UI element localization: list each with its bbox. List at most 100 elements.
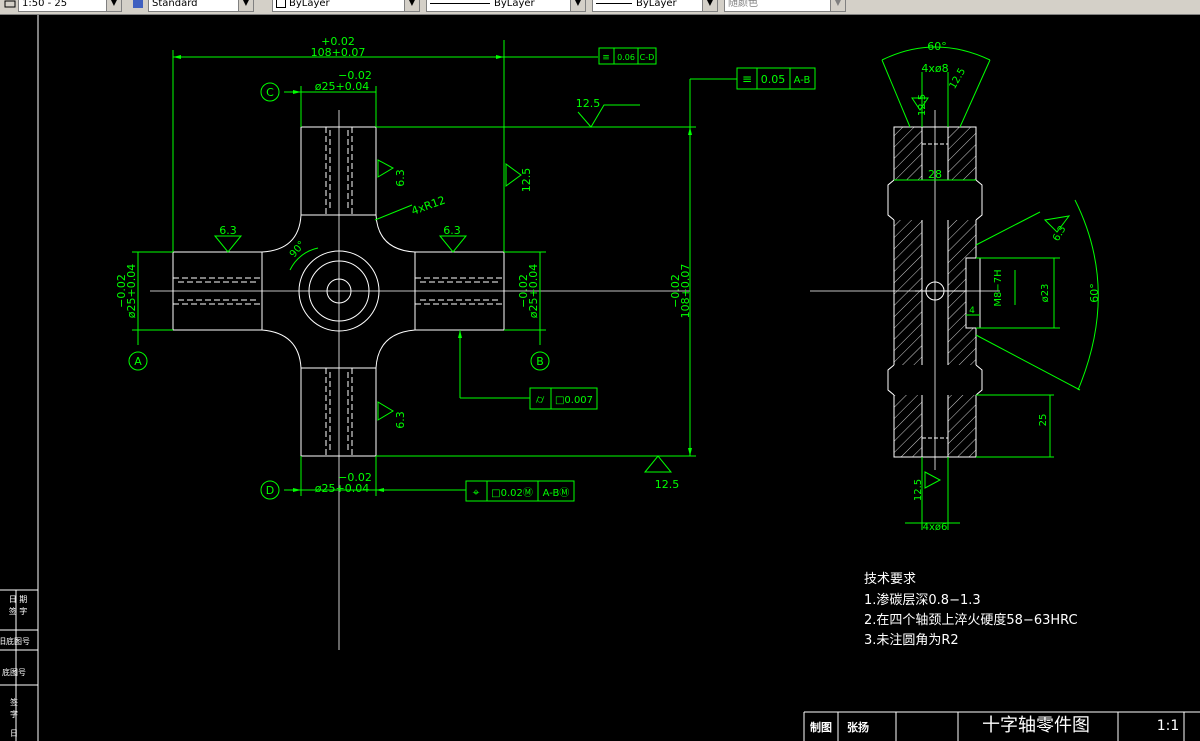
- side-roughness-bottom: 12.5: [913, 479, 924, 501]
- scale-combo[interactable]: 1:50 - 25 ▼: [18, 0, 122, 12]
- frame-bottom-symbol: ⌖: [473, 485, 480, 499]
- side-dim-width: 28: [928, 168, 942, 181]
- front-view-text: +0.02 108+0.07 −0.02 ø25+0.04 −0.02 ø25+…: [115, 35, 811, 499]
- dim-overall-top-tol: +0.02: [321, 35, 355, 48]
- scale-value: 1:50 - 25: [22, 0, 68, 9]
- dim-angle: 90°: [288, 239, 308, 260]
- tech-item-1: 1.渗碳层深0.8−1.3: [864, 593, 981, 608]
- front-view: [150, 110, 690, 650]
- plotstyle-value: 随颜色: [728, 0, 758, 9]
- lineweight-value: ByLayer: [636, 0, 677, 9]
- text-style-value: Standard: [152, 0, 198, 9]
- roughness-right-arm-6: 6.3: [443, 224, 461, 237]
- roughness-right-arm: 12.5: [520, 168, 533, 193]
- lineweight-combo[interactable]: ByLayer ▼: [592, 0, 718, 12]
- roughness-bottom: 12.5: [655, 478, 680, 491]
- title-part-name: 十字轴零件图: [982, 715, 1090, 736]
- chevron-down-icon: ▼: [830, 0, 845, 11]
- frame-top-right-datum: A-B: [794, 75, 811, 86]
- datum-d: D: [266, 484, 274, 497]
- frame-top-small-datum: C-D: [640, 53, 655, 62]
- dim-bore-c-tol: −0.02: [338, 69, 372, 82]
- roughness-top: 12.5: [576, 97, 601, 110]
- chevron-down-icon: ▼: [404, 0, 419, 11]
- color-swatch-icon: [276, 0, 286, 8]
- left-block-row2: 旧底图号: [0, 636, 30, 646]
- dim-left-tol: −0.02: [115, 274, 128, 308]
- datum-a: A: [134, 355, 142, 368]
- chevron-down-icon: ▼: [702, 0, 717, 11]
- scale-icon[interactable]: [4, 0, 16, 10]
- title-block: [803, 711, 1200, 741]
- datum-b: B: [536, 355, 544, 368]
- chevron-down-icon: ▼: [106, 0, 121, 11]
- front-arrows: [173, 55, 692, 492]
- dim-left: ø25+0.04: [125, 264, 138, 318]
- frame-middle-symbol: ⌭: [536, 392, 545, 406]
- roughness-top-arm: 6.3: [394, 169, 407, 187]
- frame-top-right-symbol: ≡: [742, 72, 752, 86]
- dim-right-tol: −0.02: [517, 274, 530, 308]
- left-block-row1a: 日 期: [9, 595, 28, 604]
- tech-item-2: 2.在四个轴颈上淬火硬度58−63HRC: [864, 612, 1078, 628]
- left-block-row3: 底图号: [2, 667, 26, 677]
- side-roughness-top-a: 12.5: [948, 66, 969, 91]
- front-view-annotations: [128, 40, 816, 502]
- dim-overall-right: 108+0.07: [679, 264, 692, 319]
- dim-right: ø25+0.04: [527, 264, 540, 318]
- title-scale: 1:1: [1157, 718, 1180, 734]
- left-block-row4a: 签: [10, 697, 18, 707]
- side-roughness-top-b: 12.5: [917, 94, 928, 116]
- text-style-combo[interactable]: Standard ▼: [148, 0, 254, 12]
- plotstyle-combo[interactable]: 随颜色 ▼: [724, 0, 846, 12]
- side-dim-angle-right: 60°: [1088, 283, 1101, 303]
- text-style-icon[interactable]: [132, 0, 144, 10]
- linetype-value: ByLayer: [494, 0, 535, 9]
- tech-title: 技术要求: [864, 572, 916, 587]
- layer-value: ByLayer: [289, 0, 330, 9]
- frame-bottom-value: □0.02Ⓜ: [491, 487, 533, 499]
- dim-bore-d: ø25+0.04: [315, 482, 369, 495]
- side-dim-holes-bottom: 4xø6: [923, 522, 948, 533]
- layer-combo[interactable]: ByLayer ▼: [272, 0, 420, 12]
- title-checked-by: 张扬: [847, 720, 869, 734]
- drawing-canvas[interactable]: +0.02 108+0.07 −0.02 ø25+0.04 −0.02 ø25+…: [0, 15, 1200, 741]
- chevron-down-icon: ▼: [238, 0, 253, 11]
- roughness-bottom-arm: 6.3: [394, 411, 407, 429]
- roughness-left-arm: 6.3: [219, 224, 237, 237]
- dim-fillet: 4xR12: [410, 194, 447, 218]
- frame-top-small-symbol: ≡: [602, 53, 610, 63]
- side-view-text: 60° 4xø8 12.5 12.5 28 6.3 60° M8−7H ø23 …: [913, 40, 1101, 533]
- left-side-block-text: 日 期 签 字 旧底图号 底图号 签 字 日: [0, 595, 30, 738]
- side-view-annotations: [881, 46, 1099, 530]
- left-block-row1b: 签 字: [9, 606, 28, 616]
- linetype-combo[interactable]: ByLayer ▼: [426, 0, 586, 12]
- frame-top-right-value: 0.05: [761, 73, 786, 86]
- datum-c: C: [266, 86, 274, 99]
- tech-item-3: 3.未注圆角为R2: [864, 633, 959, 648]
- dim-bore-d-tol: −0.02: [338, 471, 372, 484]
- side-dim-4: 4: [969, 306, 975, 316]
- title-drawn-by: 制图: [810, 720, 832, 734]
- dim-overall-top: 108+0.07: [311, 46, 366, 59]
- side-dim-thread: M8−7H: [993, 269, 1004, 306]
- title-block-text: 制图 张扬 十字轴零件图 1:1: [810, 715, 1179, 736]
- lineweight-sample: [596, 2, 632, 4]
- frame-bottom-datum: A-BⓂ: [543, 487, 570, 499]
- side-roughness-right: 6.3: [1051, 224, 1068, 243]
- left-block-row4b: 字: [10, 709, 18, 719]
- frame-middle-value: □0.007: [555, 395, 593, 406]
- properties-toolbar: 1:50 - 25 ▼ Standard ▼ ByLayer ▼ ByLayer…: [0, 0, 1200, 15]
- side-dim-angle-top: 60°: [927, 40, 947, 53]
- left-side-block: [0, 589, 38, 741]
- left-block-row5: 日: [10, 729, 18, 738]
- dim-bore-c: ø25+0.04: [315, 80, 369, 93]
- frame-top-small-value: 0.06: [617, 53, 635, 62]
- linetype-sample: [430, 2, 490, 4]
- side-dim-dia: ø23: [1040, 284, 1051, 303]
- tech-requirements: 技术要求 1.渗碳层深0.8−1.3 2.在四个轴颈上淬火硬度58−63HRC …: [864, 572, 1078, 648]
- side-view: [810, 110, 1000, 470]
- side-dim-25: 25: [1038, 414, 1049, 427]
- side-dim-holes-top: 4xø8: [921, 62, 948, 75]
- chevron-down-icon: ▼: [570, 0, 585, 11]
